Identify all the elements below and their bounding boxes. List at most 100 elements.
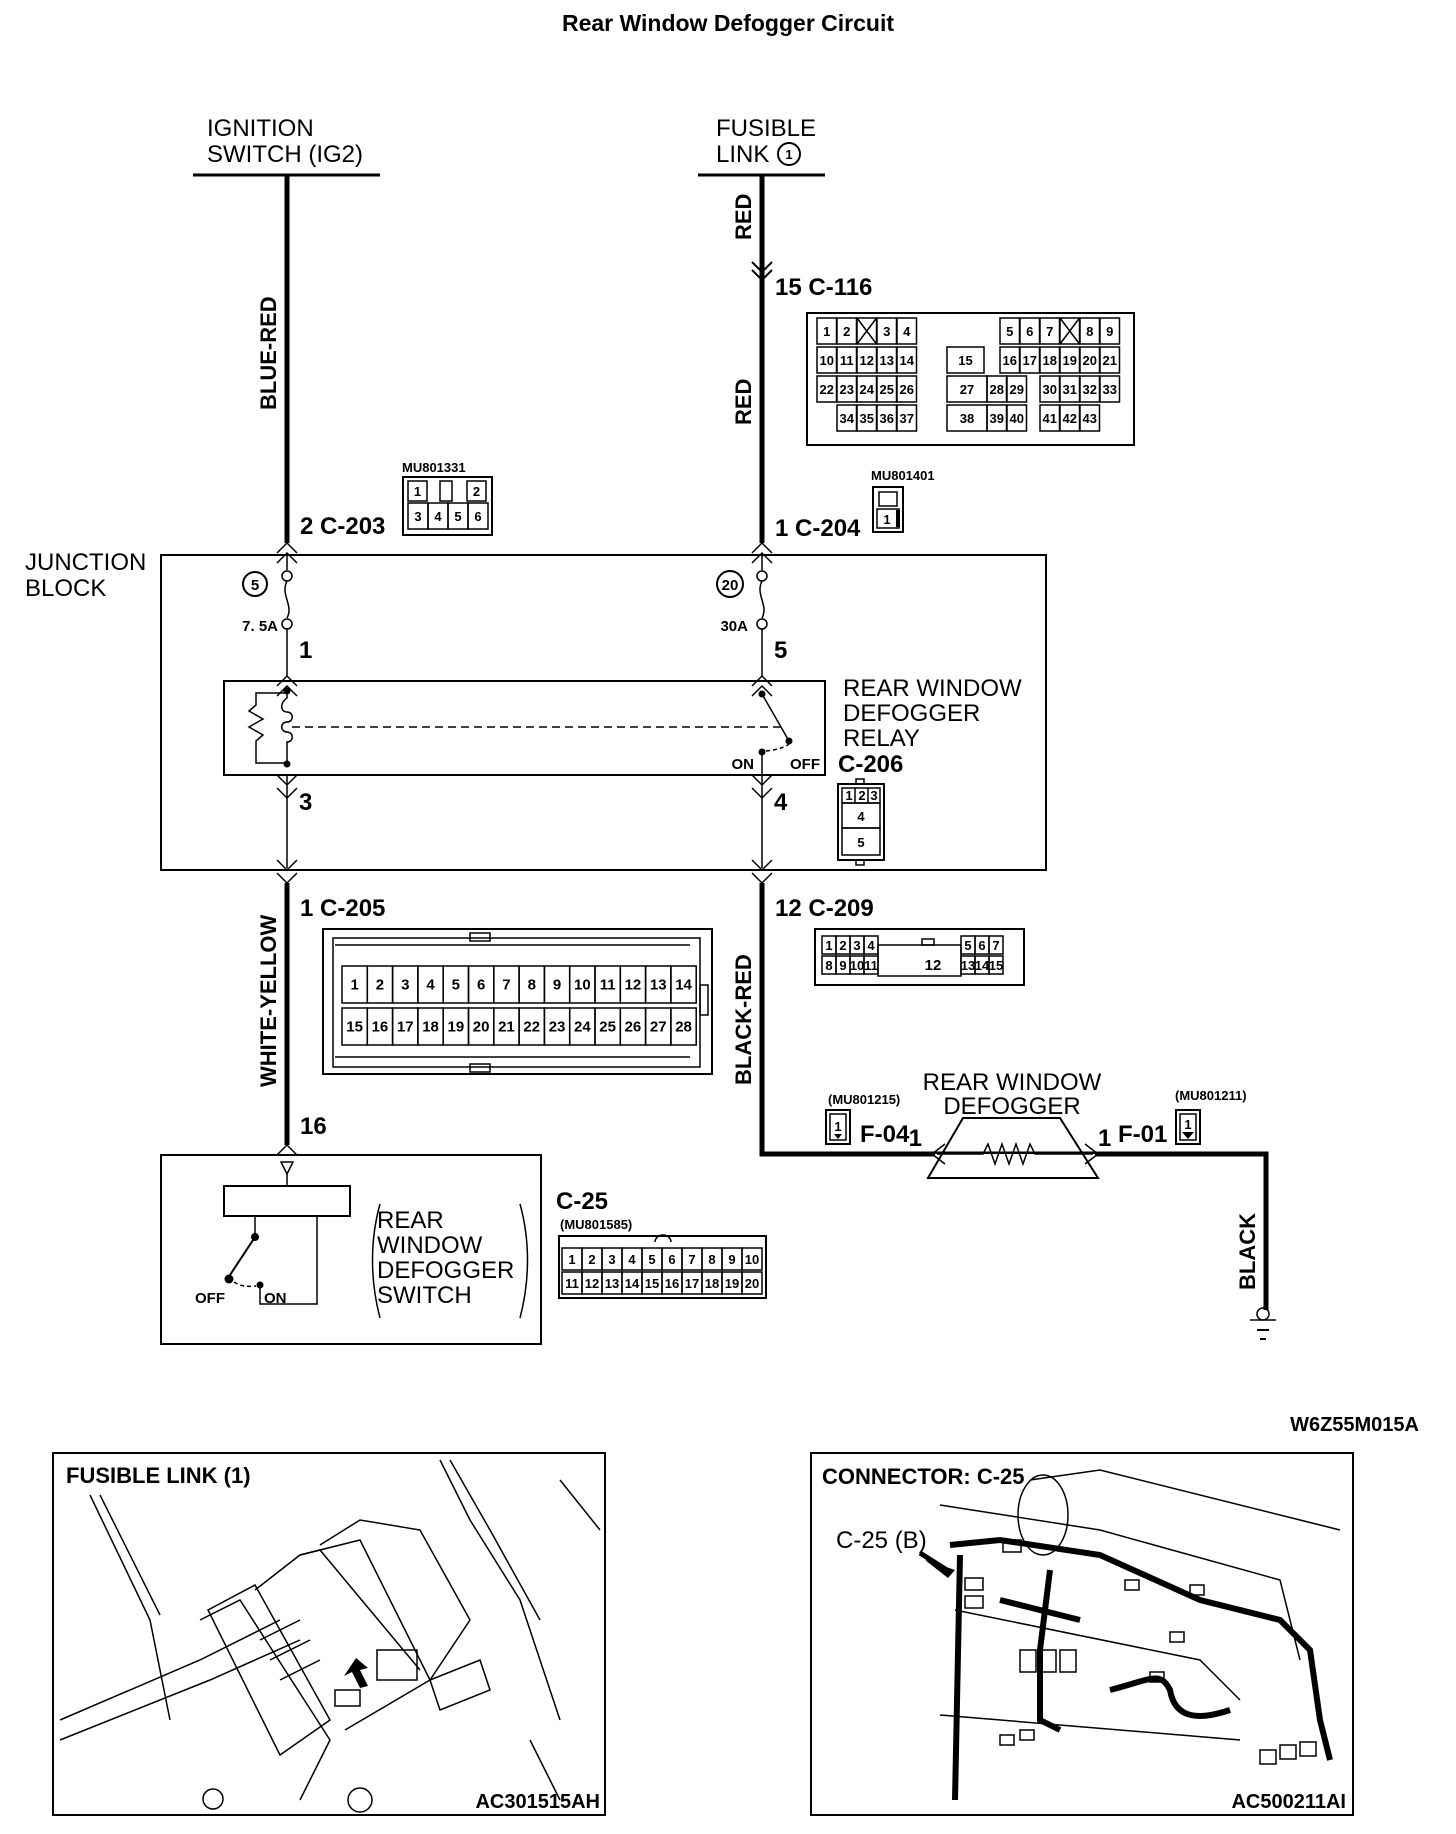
c116-pin: 12 <box>860 353 874 368</box>
c205-pin: 28 <box>675 1019 692 1036</box>
junction-block-outline <box>160 554 1047 871</box>
c25-pin: 3 <box>608 1252 615 1267</box>
c209-pin: 6 <box>978 938 985 953</box>
c203-pin: 5 <box>454 509 461 524</box>
c116-pin: 41 <box>1043 411 1057 426</box>
c116-pin: 29 <box>1010 382 1024 397</box>
relay-resistor-icon <box>247 692 287 764</box>
c116-cell <box>1006 375 1028 403</box>
switch-off-label: OFF <box>195 1290 225 1307</box>
c205-pin: 5 <box>452 977 460 994</box>
diagram-code: W6Z55M015A <box>1290 1414 1419 1436</box>
arrow-icon <box>751 872 773 885</box>
relay-on-label: ON <box>732 756 755 773</box>
c205-housing <box>332 937 701 1068</box>
c205-pin: 20 <box>473 1019 490 1036</box>
c205-label: 1 C-205 <box>300 895 385 922</box>
arrow-icon <box>276 787 298 800</box>
c116-cell <box>1099 375 1121 403</box>
fuse-number-circle-icon <box>716 570 744 598</box>
fusible-label-line2: LINK <box>716 141 769 168</box>
c209-pin: 10 <box>850 958 864 973</box>
c116-pin: 14 <box>900 353 915 368</box>
f01-part-number: (MU801211) <box>1175 1088 1247 1103</box>
c204-part-number: MU801401 <box>871 468 935 483</box>
c116-cell <box>896 317 918 345</box>
c209-label: 12 C-209 <box>775 895 874 922</box>
c116-pin: 1 <box>823 324 830 339</box>
fusible-panel-title: FUSIBLE LINK (1) <box>66 1463 251 1488</box>
c25-latch <box>654 1234 672 1243</box>
c206-label: C-206 <box>838 751 903 778</box>
c116-pin: 13 <box>880 353 894 368</box>
c205-pin: 7 <box>502 977 510 994</box>
c25-pin: 17 <box>685 1276 699 1291</box>
c205-pin: 6 <box>477 977 485 994</box>
c116-pin: 15 <box>958 353 972 368</box>
c205-pin: 27 <box>650 1019 667 1036</box>
c205-pin: 18 <box>422 1019 439 1036</box>
relay-label-line1: REAR WINDOW <box>843 675 1022 702</box>
c25-pin: 4 <box>628 1252 636 1267</box>
c209-pin: 11 <box>864 958 878 973</box>
c25-pin: 18 <box>705 1276 719 1291</box>
callout-arrow-icon <box>925 1560 955 1578</box>
fusible-panel-code: AC301515AH <box>475 1791 600 1813</box>
c205-pin: 23 <box>549 1019 566 1036</box>
c116-cell <box>896 404 918 432</box>
c205-pin: 9 <box>553 977 561 994</box>
c116-cell <box>1099 346 1121 374</box>
f04-connector-face: 1 <box>825 1109 851 1145</box>
c205-pin: 22 <box>523 1019 540 1036</box>
c209-pin: 9 <box>839 958 846 973</box>
c209-pin: 12 <box>925 957 942 974</box>
c116-pin: 4 <box>903 324 911 339</box>
f01-label: F-01 <box>1118 1121 1167 1148</box>
c203-label: 2 C-203 <box>300 513 385 540</box>
c203-cell <box>407 480 428 502</box>
f01-connector-face: 1 <box>1175 1109 1201 1145</box>
c116-pin: 31 <box>1063 382 1077 397</box>
fuse-20: 20 30A 5 <box>716 553 787 676</box>
arrow-icon <box>751 787 773 800</box>
c116-pin: 24 <box>860 382 875 397</box>
fusible-link-location-panel: FUSIBLE LINK (1) AC301515AH <box>52 1452 606 1816</box>
c116-outline <box>806 312 1135 446</box>
c203-pin: 1 <box>414 484 421 499</box>
c116-pin: 5 <box>1006 324 1013 339</box>
c116-pin: 6 <box>1026 324 1033 339</box>
c206-pin: 3 <box>870 788 877 803</box>
fuse-right-number: 20 <box>722 577 739 594</box>
c203-pin: 6 <box>474 509 481 524</box>
c204-connector-face: 1 <box>872 486 904 533</box>
switch-input-triangle-icon <box>279 1161 295 1176</box>
wire-label-red-lower: RED <box>731 379 756 425</box>
fuse-right-rating: 30A <box>720 618 748 635</box>
defogger-label-line2: DEFOGGER <box>943 1093 1080 1120</box>
defogger-switch: OFF ON REAR WINDOW DEFOGGER SWITCH <box>160 1154 542 1345</box>
c116-pin: 35 <box>860 411 874 426</box>
c25-panel-title: CONNECTOR: C-25 <box>822 1464 1025 1489</box>
c116-pin: 39 <box>990 411 1004 426</box>
wire-label-white-yellow: WHITE-YELLOW <box>256 914 281 1087</box>
fuse-right-pin-out: 4 <box>774 789 788 816</box>
defogger-pin-left: 1 <box>909 1125 922 1152</box>
c205-pin: 16 <box>372 1019 389 1036</box>
junction-block-label-line1: JUNCTION <box>25 549 146 576</box>
relay-label-line2: DEFOGGER <box>843 700 980 727</box>
c116-pin: 27 <box>960 382 974 397</box>
c205-pin-16: 16 <box>300 1113 327 1140</box>
c209-pin: 4 <box>867 938 875 953</box>
blocked-cavity-icon <box>1059 317 1081 345</box>
switch-label-line4: SWITCH <box>377 1282 472 1309</box>
arrow-icon <box>276 859 298 872</box>
harness-illustration <box>939 1469 1341 1741</box>
wire-label-black: BLACK <box>1235 1213 1260 1290</box>
f01-pin: 1 <box>1184 1117 1191 1132</box>
c203-cell <box>466 480 487 502</box>
c25-pin: 13 <box>605 1276 619 1291</box>
c25-pin: 10 <box>745 1252 759 1267</box>
c206-pin: 2 <box>858 788 865 803</box>
